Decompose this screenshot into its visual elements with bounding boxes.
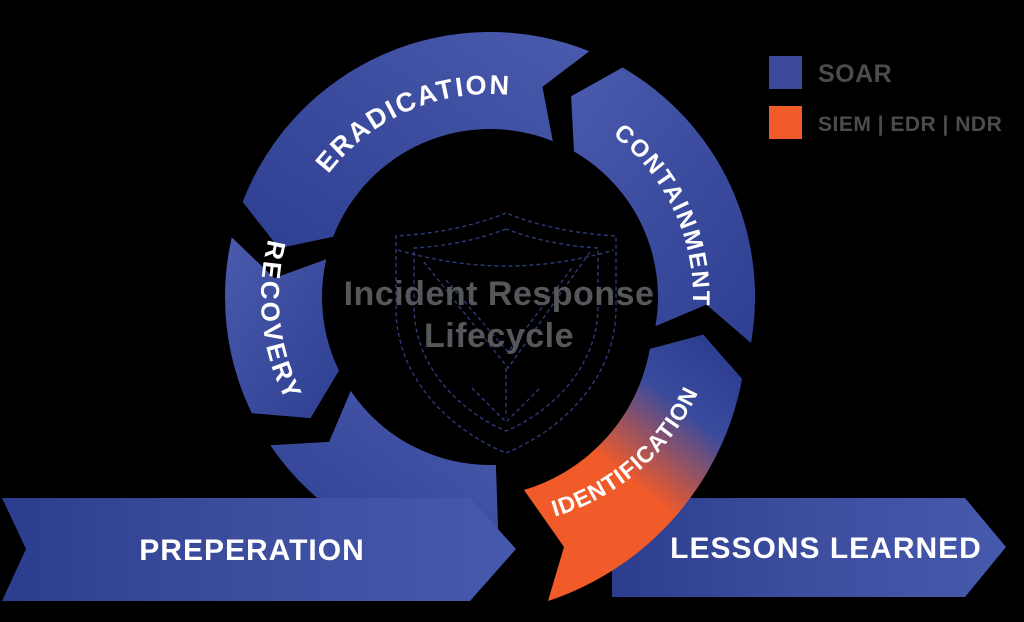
shield-top-fold-line [397,249,615,267]
segment-identification [524,334,743,601]
segment-eradication [242,31,590,249]
banner-preparation-shape [2,498,516,601]
diagram-title-line1: Incident Response [344,275,655,313]
shield-lower-chevron [471,387,541,423]
segment-containment [571,67,756,343]
banner-lessons-learned: LESSONS LEARNED [612,498,1006,597]
banner-preparation: PREPERATION [2,498,516,601]
banner-lessons-learned-shape [612,498,1006,597]
segment-recovery [224,237,339,419]
legend-swatch-siem-edr-ndr [769,106,802,139]
legend-swatch-soar [769,56,802,89]
shield-outline-inner [413,228,599,432]
shield-checkmark-inner [445,267,573,354]
legend: SOAR SIEM | EDR | NDR [769,56,1002,139]
legend-label-siem-edr-ndr: SIEM | EDR | NDR [818,113,1002,136]
shield-outline-outer [395,212,617,454]
diagram-title-line2: Lifecycle [424,317,574,355]
shield-checkmark-outer [423,251,591,370]
shield-icon [395,212,617,454]
banner-lessons-learned-label: LESSONS LEARNED [670,532,982,565]
legend-label-soar: SOAR [818,60,892,88]
banner-preparation-label: PREPERATION [139,534,364,567]
